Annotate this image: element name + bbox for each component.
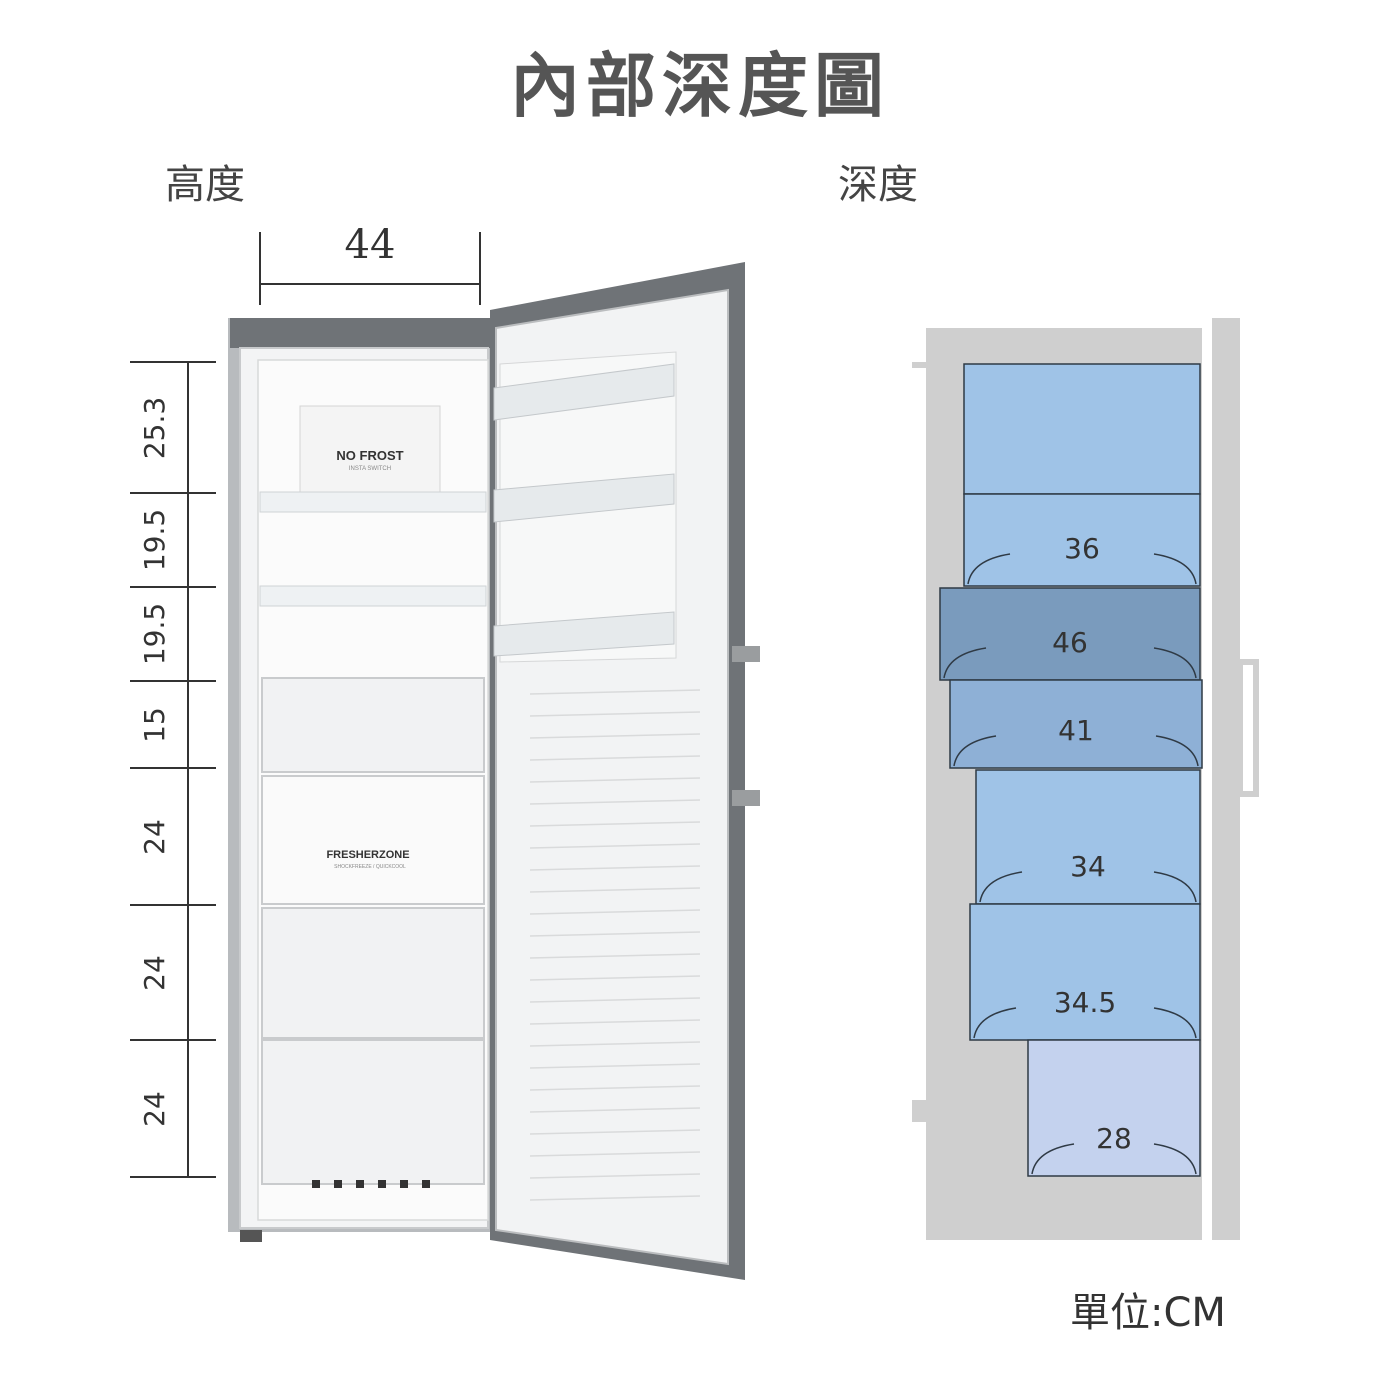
shelf-depth-box — [949, 679, 1203, 769]
shelf-depth-box — [969, 903, 1201, 1041]
depth-label: 46 — [1052, 626, 1088, 659]
depth-label: 41 — [1058, 714, 1094, 747]
fridge-door — [490, 262, 760, 1280]
height-label: 19.5 — [138, 602, 171, 666]
fresherzone-label: FRESHERZONE — [326, 849, 409, 861]
unit-label: 單位:CM — [1070, 1290, 1226, 1336]
shelf-depth-box — [1027, 1039, 1201, 1177]
shelf-depth-box — [939, 587, 1201, 681]
height-dimension-scale — [130, 361, 216, 1178]
page-title: 內部深度圖 — [510, 45, 890, 127]
fresherzone-sub-label: SHOCKFREEZE / QUICKCOOL — [334, 864, 406, 870]
no-frost-label: NO FROST — [336, 448, 403, 463]
depth-label: 34 — [1070, 850, 1106, 883]
no-frost-sub-label: INSTA SWITCH — [349, 466, 391, 472]
fridge-body: NO FROST INSTA SWITCH FRESHERZONE SHOCKF… — [228, 318, 490, 1242]
shelf-depth-box — [963, 363, 1201, 495]
height-label: 24 — [138, 818, 171, 855]
width-dimension-line — [259, 232, 481, 305]
height-label: 15 — [138, 706, 171, 743]
depth-label: 34.5 — [1053, 986, 1117, 1019]
height-label: 25.3 — [138, 396, 171, 459]
shelf-depth-box — [963, 493, 1201, 587]
depth-label: 36 — [1064, 532, 1100, 565]
depth-label: 28 — [1096, 1122, 1132, 1155]
depth-diagram — [912, 318, 1259, 1240]
interior-width-label: 44 — [344, 222, 396, 268]
height-label: 19.5 — [138, 508, 171, 572]
height-label: 24 — [138, 1090, 171, 1127]
depth-section-label: 深度 — [838, 162, 918, 208]
height-section-label: 高度 — [165, 162, 245, 208]
shelf-depth-box — [975, 769, 1201, 905]
height-label: 24 — [138, 954, 171, 991]
